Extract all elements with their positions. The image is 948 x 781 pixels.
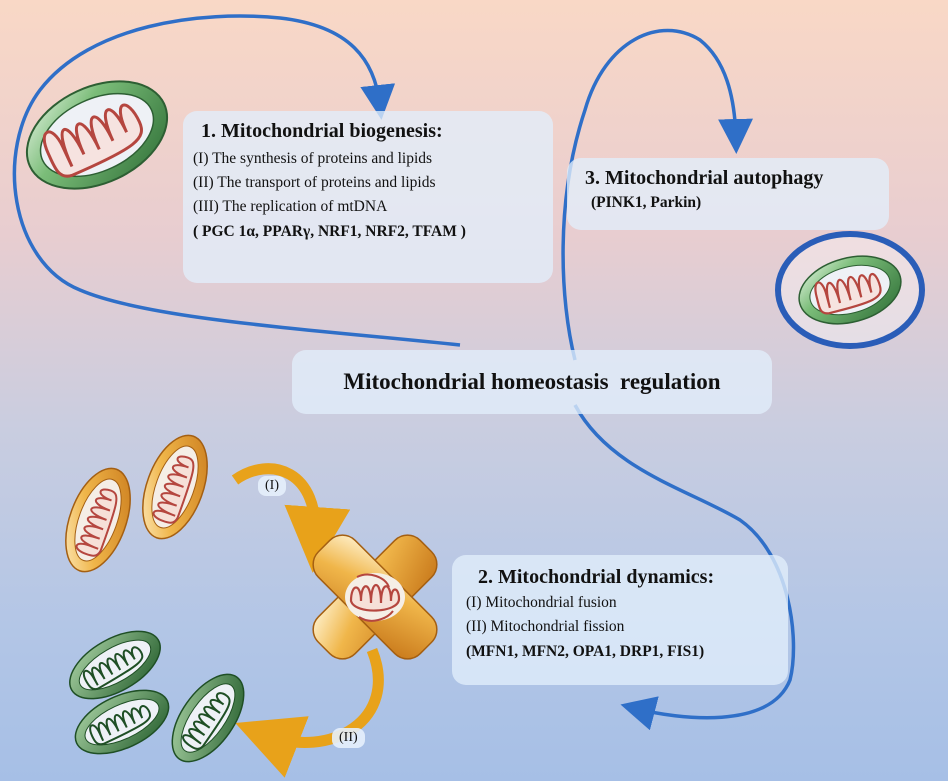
biogenesis-box: 1. Mitochondrial biogenesis: (I) The syn… bbox=[183, 111, 553, 283]
center-title-box: Mitochondrial homeostasis regulation bbox=[292, 350, 772, 414]
autophagy-factors: (PINK1, Parkin) bbox=[591, 194, 702, 211]
dynamics-heading: 2. Mitochondrial dynamics: bbox=[478, 566, 715, 588]
fused-mitochondrion-icon bbox=[312, 534, 438, 660]
mitochondrion-icon bbox=[69, 630, 161, 700]
autophagy-loop-arrow bbox=[561, 28, 754, 361]
autophagy-box: 3. Mitochondrial autophagy (PINK1, Parki… bbox=[567, 158, 889, 230]
biogenesis-item: (III) The replication of mtDNA bbox=[193, 198, 388, 215]
fission-arrow-label: (II) bbox=[332, 728, 365, 748]
fusion-arrow bbox=[231, 463, 351, 573]
dynamics-box: 2. Mitochondrial dynamics: (I) Mitochond… bbox=[452, 555, 788, 685]
dynamics-item: (II) Mitochondrial fission bbox=[466, 618, 625, 635]
biogenesis-item: (II) The transport of proteins and lipid… bbox=[193, 174, 436, 191]
dynamics-item: (I) Mitochondrial fusion bbox=[466, 594, 617, 611]
biogenesis-item: (I) The synthesis of proteins and lipids bbox=[193, 150, 433, 167]
mitochondrion-icon bbox=[74, 689, 170, 755]
mitochondrion-icon bbox=[25, 80, 169, 190]
autophagy-heading: 3. Mitochondrial autophagy bbox=[585, 167, 824, 189]
mitochondrion-icon bbox=[142, 434, 208, 540]
biogenesis-heading: 1. Mitochondrial biogenesis: bbox=[201, 120, 443, 142]
biogenesis-loop-arrow bbox=[12, 14, 461, 347]
autophagosome-icon bbox=[775, 231, 925, 349]
dynamics-factors: (MFN1, MFN2, OPA1, DRP1, FIS1) bbox=[466, 643, 705, 660]
fusion-arrow-label: (I) bbox=[258, 476, 286, 496]
mitochondrion-icon bbox=[65, 467, 131, 573]
center-title: Mitochondrial homeostasis regulation bbox=[343, 369, 721, 394]
mitochondrion-icon bbox=[171, 673, 245, 763]
fission-arrow bbox=[235, 647, 384, 778]
biogenesis-factors: ( PGC 1α, PPARγ, NRF1, NRF2, TFAM ) bbox=[193, 223, 466, 240]
